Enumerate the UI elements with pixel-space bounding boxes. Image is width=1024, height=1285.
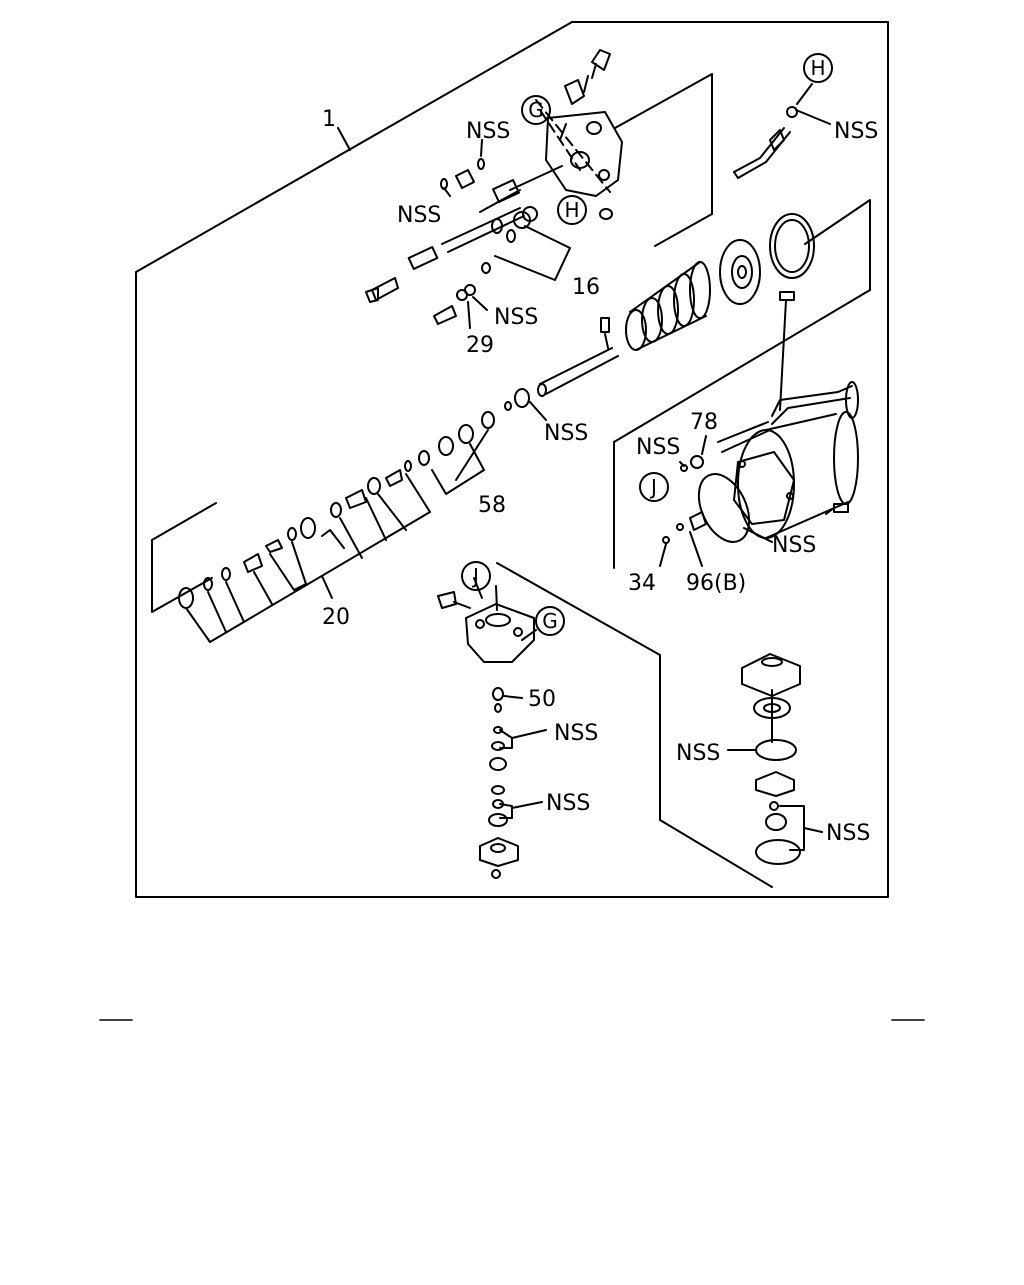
valve-spool	[365, 79, 585, 303]
housing-bolt	[591, 49, 611, 79]
nss-label: NSS	[494, 305, 538, 330]
nss-label: NSS	[676, 741, 720, 766]
upper-small-parts	[433, 158, 613, 325]
lower-bracket-lines	[496, 562, 773, 888]
nss-label: NSS	[554, 721, 598, 746]
marker-j-right: J	[649, 475, 657, 499]
cylinder-body	[717, 291, 859, 539]
assembly-frame	[135, 21, 889, 898]
nss-label: NSS	[834, 119, 878, 144]
push-rod	[537, 317, 619, 397]
nss-label: NSS	[466, 119, 510, 144]
marker-h-top-right: H	[810, 56, 825, 80]
callout-34: 34	[628, 571, 656, 596]
lower-valve-body	[437, 591, 535, 879]
part-96b	[689, 511, 707, 531]
marker-g-lower: G	[542, 609, 558, 633]
cylinder-o-ring	[697, 473, 751, 543]
marker-h-housing: H	[564, 198, 579, 222]
nss-label: NSS	[636, 435, 680, 460]
spring-valve-20	[178, 460, 412, 609]
nss-label: NSS	[544, 421, 588, 446]
marker-circle-j-right	[639, 472, 669, 502]
piston-cluster-58	[418, 411, 495, 466]
part-78	[690, 455, 704, 469]
callout-20: 20	[322, 605, 350, 630]
nss-label: NSS	[397, 203, 441, 228]
callout-78: 78	[690, 410, 718, 435]
pressure-plate	[719, 239, 761, 305]
marker-circle-h-top-right	[803, 53, 833, 83]
callout-96b: 96(B)	[686, 571, 746, 596]
marker-circle-g-top	[521, 95, 551, 125]
nss-label: NSS	[772, 533, 816, 558]
marker-g-top: G	[528, 98, 544, 122]
marker-circle-j-lower	[461, 561, 491, 591]
callout-58: 58	[478, 493, 506, 518]
marker-circle-h-housing	[557, 195, 587, 225]
diaphragm-stack	[741, 653, 801, 865]
callout-50: 50	[528, 687, 556, 712]
left-bracket-lines	[151, 502, 217, 613]
callout-16: 16	[572, 275, 600, 300]
upper-bracket-lines	[614, 73, 713, 247]
marker-circle-g-lower	[535, 606, 565, 636]
callout-29: 29	[466, 333, 494, 358]
washer-small	[504, 401, 512, 411]
rubber-boot	[625, 261, 711, 351]
nss-label: NSS	[546, 791, 590, 816]
washer-nss-a	[514, 388, 530, 408]
marker-j-lower: J	[471, 564, 479, 588]
leader-1	[337, 127, 351, 151]
sensor-harness	[733, 106, 798, 179]
callout-1: 1	[322, 107, 336, 132]
nss-label: NSS	[826, 821, 870, 846]
large-seal-ring	[769, 213, 815, 279]
